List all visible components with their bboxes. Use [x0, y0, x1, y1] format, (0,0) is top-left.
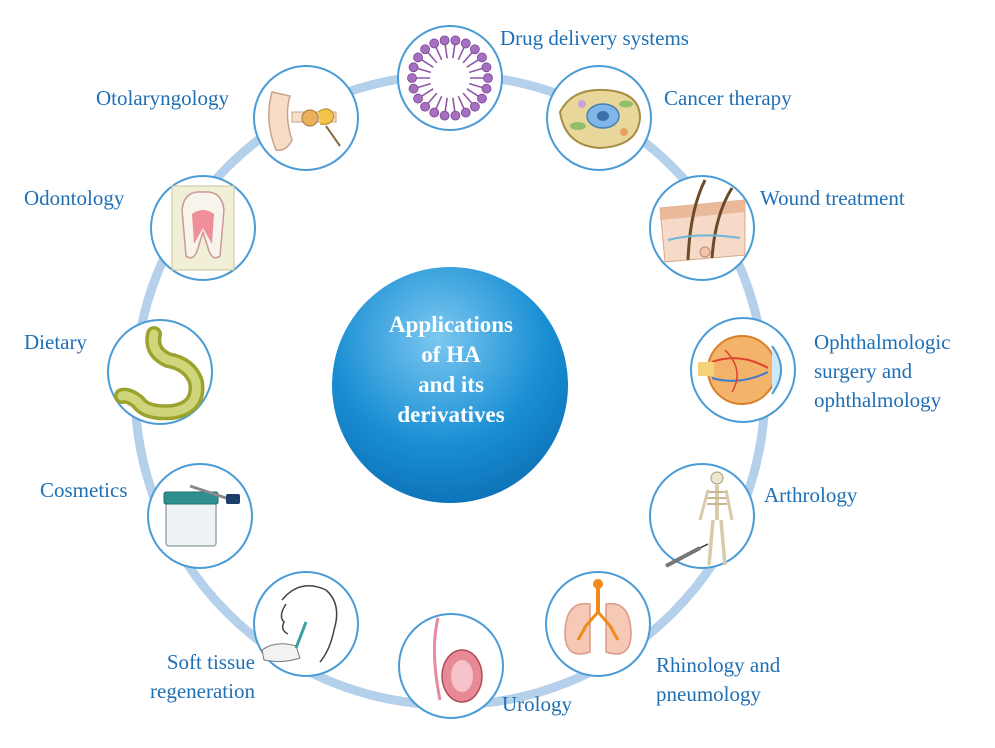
- label-otolaryngology: Otolaryngology: [96, 86, 229, 110]
- label-odontology: Odontology: [24, 186, 125, 210]
- skin-layers-icon: [649, 175, 755, 281]
- center-circle: [332, 267, 568, 503]
- lungs-icon: [545, 571, 651, 677]
- label-cancer-therapy: Cancer therapy: [664, 86, 792, 110]
- label-wound-treatment: Wound treatment: [760, 186, 905, 210]
- center-title: Applications of HA and its derivatives: [389, 312, 513, 427]
- tooth-icon: [150, 175, 256, 281]
- face-injection-icon: [253, 571, 359, 677]
- cell-icon: [546, 65, 652, 171]
- label-cosmetics: Cosmetics: [40, 478, 128, 502]
- cream-jar-icon: [147, 463, 253, 569]
- ear-icon: [253, 65, 359, 171]
- label-rhinology: Rhinology and pneumology: [656, 653, 781, 706]
- testis-icon: [398, 613, 504, 719]
- label-arthrology: Arthrology: [764, 483, 858, 507]
- label-urology: Urology: [502, 692, 572, 716]
- stomach-icon: [107, 319, 213, 425]
- liposome-icon: [397, 25, 503, 131]
- label-dietary: Dietary: [24, 330, 87, 354]
- label-soft-tissue: Soft tissue regeneration: [150, 650, 255, 703]
- eye-icon: [690, 317, 796, 423]
- label-ophthalmology: Ophthalmologic surgery and ophthalmology: [814, 330, 951, 412]
- skeleton-icon: [649, 463, 755, 569]
- label-drug-delivery: Drug delivery systems: [500, 26, 689, 50]
